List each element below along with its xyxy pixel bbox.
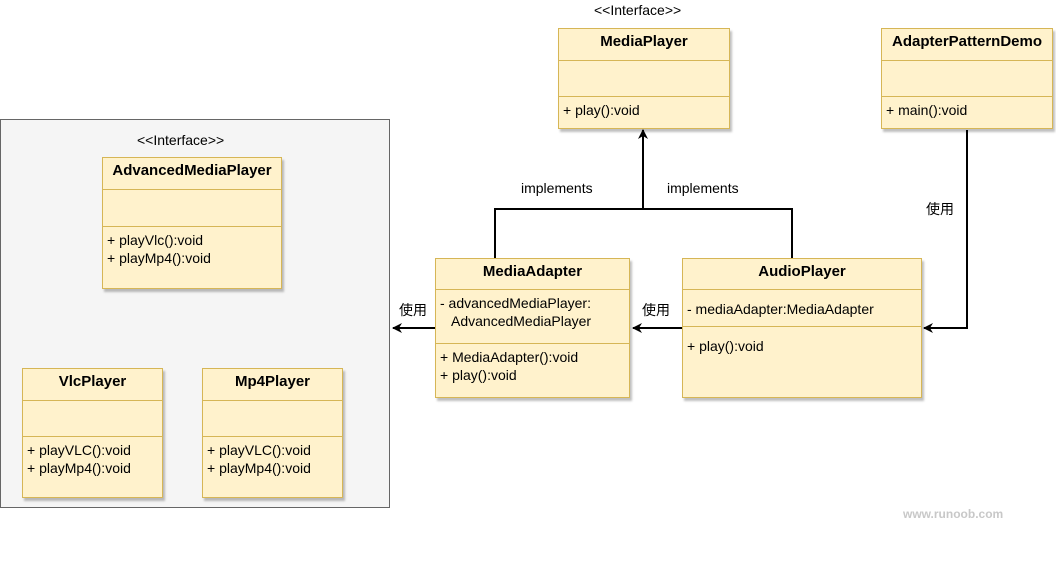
operation: + play():void bbox=[563, 102, 640, 118]
watermark: www.runoob.com bbox=[903, 507, 1004, 521]
edge-label-implements: implements bbox=[521, 180, 593, 196]
class-operations: + play():void bbox=[683, 327, 921, 355]
operation: + playVLC():void bbox=[207, 442, 311, 458]
class-attributes bbox=[103, 190, 281, 227]
class-attributes bbox=[203, 401, 342, 437]
attribute: AdvancedMediaPlayer bbox=[451, 313, 592, 329]
class-operations: + playVlc():void + playMp4():void bbox=[103, 227, 281, 267]
operation: + play():void bbox=[440, 367, 517, 383]
class-name: AudioPlayer bbox=[683, 259, 921, 290]
class-name: Mp4Player bbox=[203, 369, 342, 401]
class-vlcplayer[interactable]: VlcPlayer + playVLC():void + playMp4():v… bbox=[22, 368, 163, 498]
edge-label-implements: implements bbox=[667, 180, 739, 196]
edge-audioplayer-implements-mediaplayer bbox=[643, 208, 793, 258]
class-mediaplayer[interactable]: MediaPlayer + play():void bbox=[558, 28, 730, 129]
edge-demo-uses-audioplayer bbox=[923, 130, 968, 333]
operation: + MediaAdapter():void bbox=[440, 349, 579, 365]
attribute: - advancedMediaPlayer: bbox=[440, 295, 591, 311]
class-name: AdapterPatternDemo bbox=[882, 29, 1052, 61]
class-attributes: - advancedMediaPlayer: AdvancedMediaPlay… bbox=[436, 290, 629, 344]
class-operations: + main():void bbox=[882, 97, 1052, 119]
class-mediaadapter[interactable]: MediaAdapter - advancedMediaPlayer: Adva… bbox=[435, 258, 630, 398]
class-operations: + playVLC():void + playMp4():void bbox=[23, 437, 162, 477]
operation: + playVlc():void bbox=[107, 232, 204, 248]
class-attributes bbox=[23, 401, 162, 437]
operation: + playMp4():void bbox=[107, 250, 211, 266]
class-adapterpatterndemo[interactable]: AdapterPatternDemo + main():void bbox=[881, 28, 1053, 129]
class-operations: + MediaAdapter():void + play():void bbox=[436, 344, 629, 384]
class-operations: + play():void bbox=[559, 97, 729, 119]
attribute: - mediaAdapter:MediaAdapter bbox=[687, 301, 874, 317]
class-advancedmediaplayer[interactable]: AdvancedMediaPlayer + playVlc():void + p… bbox=[102, 157, 282, 289]
edge-label-uses: 使用 bbox=[642, 302, 670, 318]
class-name: MediaPlayer bbox=[559, 29, 729, 61]
operation: + playVLC():void bbox=[27, 442, 131, 458]
class-attributes: - mediaAdapter:MediaAdapter bbox=[683, 290, 921, 327]
class-operations: + playVLC():void + playMp4():void bbox=[203, 437, 342, 477]
advancedmediaplayer-stereotype: <<Interface>> bbox=[137, 132, 225, 148]
edge-label-uses: 使用 bbox=[399, 302, 427, 318]
edge-label-uses: 使用 bbox=[926, 201, 954, 217]
class-name: MediaAdapter bbox=[436, 259, 629, 290]
class-attributes bbox=[882, 61, 1052, 97]
operation: + playMp4():void bbox=[207, 460, 311, 476]
operation: + playMp4():void bbox=[27, 460, 131, 476]
class-name: AdvancedMediaPlayer bbox=[103, 158, 281, 190]
class-audioplayer[interactable]: AudioPlayer - mediaAdapter:MediaAdapter … bbox=[682, 258, 922, 398]
edge-mediaadapter-implements-mediaplayer bbox=[494, 129, 648, 258]
class-mp4player[interactable]: Mp4Player + playVLC():void + playMp4():v… bbox=[202, 368, 343, 498]
class-name: VlcPlayer bbox=[23, 369, 162, 401]
operation: + play():void bbox=[687, 338, 764, 354]
class-attributes bbox=[559, 61, 729, 97]
operation: + main():void bbox=[886, 102, 968, 118]
mediaplayer-stereotype: <<Interface>> bbox=[594, 2, 682, 18]
